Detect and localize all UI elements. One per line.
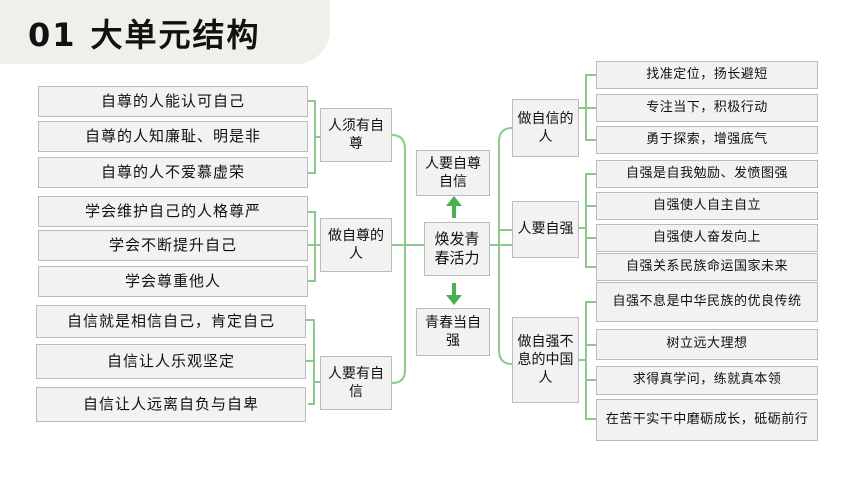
bracket-left-3 bbox=[306, 319, 320, 405]
arrow-down-head bbox=[446, 295, 462, 305]
center-main: 焕发青春活力 bbox=[424, 222, 490, 276]
right-item-2-3: 自强使人奋发向上 bbox=[596, 224, 818, 252]
right-group-label-2: 人要自强 bbox=[512, 201, 579, 258]
right-item-2-1: 自强是自我勉励、发愤图强 bbox=[596, 160, 818, 188]
section-number: 01 bbox=[28, 16, 77, 54]
arrows bbox=[446, 196, 462, 305]
right-group-label-3: 做自强不息的中国人 bbox=[512, 317, 579, 403]
bracket-left-1 bbox=[308, 100, 320, 174]
arrow-down-shaft bbox=[452, 283, 456, 297]
bracket-left-2 bbox=[308, 211, 320, 282]
arrow-up-shaft bbox=[452, 204, 456, 218]
bracket-right-3 bbox=[579, 301, 596, 420]
page-title: 01 大单元结构 bbox=[28, 10, 261, 56]
right-item-1-2: 专注当下，积极行动 bbox=[596, 94, 818, 122]
left-group-label-1: 人须有自尊 bbox=[320, 108, 392, 162]
right-item-3-3: 求得真学问，练就真本领 bbox=[596, 366, 818, 395]
arrow-up-head bbox=[446, 196, 462, 206]
left-item-1-2: 自尊的人知廉耻、明是非 bbox=[38, 121, 308, 152]
center-top: 人要自尊自信 bbox=[416, 150, 490, 196]
right-item-3-4: 在苦干实干中磨砺成长，砥砺前行 bbox=[596, 399, 818, 441]
left-item-2-2: 学会不断提升自己 bbox=[38, 230, 308, 261]
section-title: 大单元结构 bbox=[90, 16, 261, 54]
bracket-left-main bbox=[391, 134, 406, 384]
right-item-2-4: 自强关系民族命运国家未来 bbox=[596, 253, 818, 281]
left-item-3-2: 自信让人乐观坚定 bbox=[36, 344, 306, 379]
right-item-3-1: 自强不息是中华民族的优良传统 bbox=[596, 282, 818, 322]
left-item-3-1: 自信就是相信自己，肯定自己 bbox=[36, 305, 306, 338]
left-item-2-3: 学会尊重他人 bbox=[38, 266, 308, 297]
left-item-1-1: 自尊的人能认可自己 bbox=[38, 86, 308, 117]
left-item-2-1: 学会维护自己的人格尊严 bbox=[38, 196, 308, 227]
right-item-1-3: 勇于探索，增强底气 bbox=[596, 126, 818, 154]
bracket-right-2 bbox=[579, 173, 596, 268]
center-bottom: 青春当自强 bbox=[416, 308, 490, 356]
right-item-3-2: 树立远大理想 bbox=[596, 329, 818, 360]
right-group-label-1: 做自信的人 bbox=[512, 99, 579, 157]
right-item-1-1: 找准定位，扬长避短 bbox=[596, 61, 818, 89]
right-item-2-2: 自强使人自主自立 bbox=[596, 192, 818, 220]
left-item-3-3: 自信让人远离自负与自卑 bbox=[36, 387, 306, 422]
left-item-1-3: 自尊的人不爱慕虚荣 bbox=[38, 157, 308, 188]
bracket-right-1 bbox=[579, 74, 596, 141]
title-banner bbox=[0, 0, 330, 64]
line-right-center bbox=[490, 229, 512, 246]
left-group-label-2: 做自尊的人 bbox=[320, 218, 392, 272]
left-group-label-3: 人要有自信 bbox=[320, 356, 392, 410]
